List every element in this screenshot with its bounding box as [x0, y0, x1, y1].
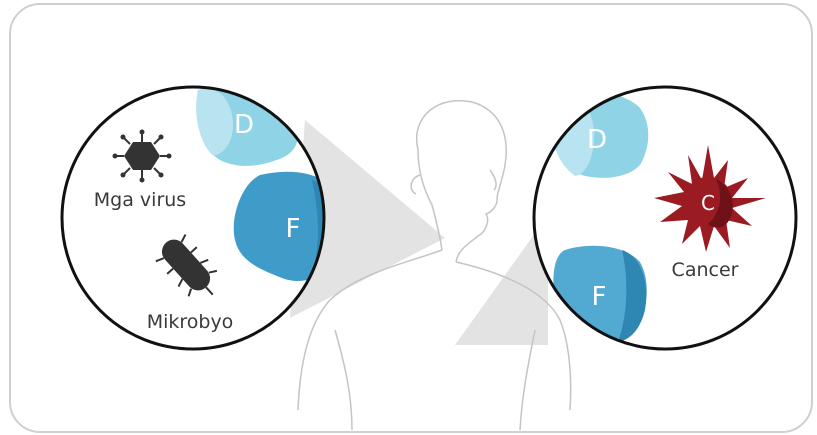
right-zoom-wedge: [455, 215, 548, 345]
microbe-icon: [155, 234, 218, 297]
left-cell-d-letter: D: [234, 110, 254, 140]
cancer-label: Cancer: [672, 259, 739, 281]
person-outline: [297, 100, 572, 431]
left-zoom-circle: Mga virus: [60, 85, 326, 351]
right-zoom-circle: Cancer D F C: [532, 85, 798, 351]
virus-icon: [112, 129, 172, 183]
cancer-cell-icon: [654, 145, 766, 252]
right-cell-f-letter: F: [592, 282, 607, 312]
left-cell-f: [233, 171, 323, 281]
left-cell-f-letter: F: [286, 214, 301, 244]
right-cell-d-letter: D: [587, 125, 607, 155]
virus-label: Mga virus: [94, 189, 186, 211]
microbe-label: Mikrobyo: [147, 311, 234, 333]
left-zoom-wedge: [290, 120, 445, 318]
cancer-cell-letter: C: [701, 191, 715, 215]
